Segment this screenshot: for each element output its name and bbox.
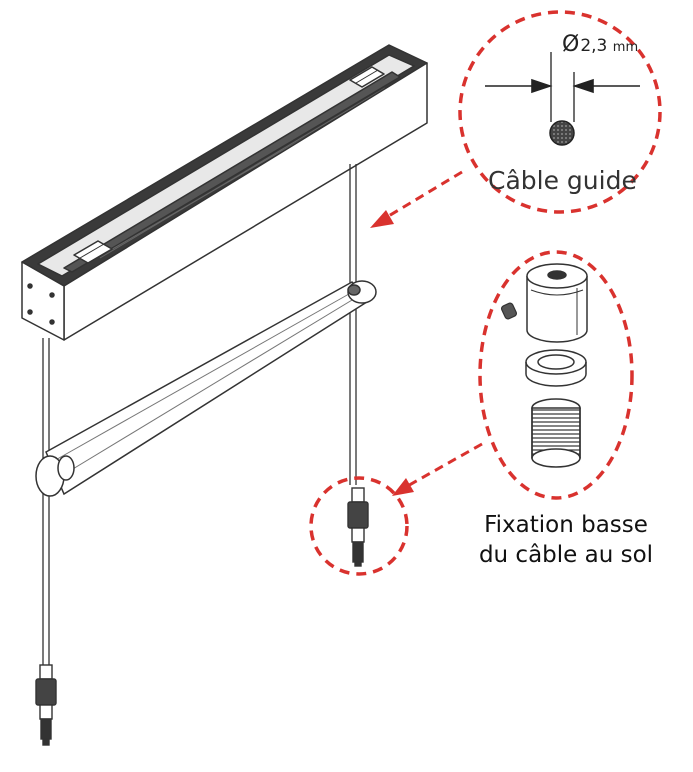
ceiling-rail-housing [21, 44, 428, 341]
diameter-dimension [485, 52, 640, 122]
fixation-arrow [392, 442, 483, 496]
diameter-label: Ø2,3 mm [562, 32, 638, 57]
cable-cross-section-icon [549, 120, 575, 146]
diameter-symbol: Ø [562, 32, 580, 57]
floor-fixation-label: Fixation basse du câble au sol [466, 510, 666, 570]
set-screw [500, 302, 518, 320]
cable-guide-callout [458, 10, 662, 214]
cable-guide-label: Câble guide [488, 166, 637, 195]
fixation-cap [526, 263, 588, 343]
left-floor-fixation [35, 664, 57, 746]
right-fixation-highlight [309, 476, 409, 576]
guide-cables [42, 164, 357, 665]
floor-fixation-label-line2: du câble au sol [478, 542, 654, 568]
weight-bar [35, 280, 377, 497]
threaded-base [531, 398, 581, 468]
diameter-value: 2,3 [580, 36, 608, 56]
right-floor-fixation [347, 487, 369, 567]
fixation-ring [525, 349, 587, 387]
cable-guide-arrow [370, 170, 463, 228]
floor-fixation-label-line1: Fixation basse [484, 512, 648, 538]
fixation-detail-callout [478, 250, 634, 500]
diameter-unit: mm [612, 40, 639, 55]
